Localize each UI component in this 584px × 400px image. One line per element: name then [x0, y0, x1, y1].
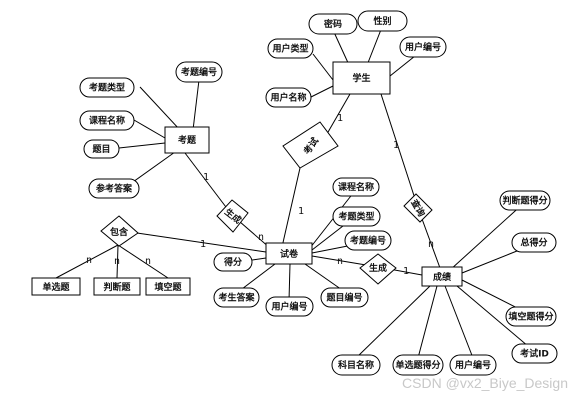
attr-paper-type: 考题类型 [332, 206, 381, 227]
attr-paper-no-label: 考题编号 [350, 235, 386, 247]
card-contain-paper: 1 [200, 239, 206, 250]
attr-score-userno: 用户编号 [449, 354, 497, 376]
attr-student-username: 用户名称 [265, 87, 312, 108]
relation-gen2-label: 生成 [369, 262, 387, 274]
attr-score-single: 单选题得分 [392, 354, 444, 376]
card-paper-gen2: n [337, 256, 343, 267]
card-contain-blank: n [145, 256, 151, 267]
attr-student-userno: 用户编号 [399, 36, 447, 58]
attr-student-gender-label: 性别 [373, 15, 391, 27]
entity-single-label: 单选题 [42, 281, 70, 293]
attr-student-userno-label: 用户编号 [404, 41, 441, 53]
attr-score-blank: 填空题得分 [505, 306, 557, 327]
card-gen2-score: 1 [403, 266, 409, 277]
attr-paper-type-label: 考题类型 [338, 211, 374, 223]
attr-score-total-label: 总得分 [520, 237, 547, 249]
attr-score-judge-label: 判断题得分 [502, 195, 547, 207]
attr-score-judge: 判断题得分 [499, 190, 551, 211]
entity-question-label: 考题 [178, 134, 197, 146]
cardinality-marks: 1 1 1 n 1 n n n n 1 1 n [86, 113, 434, 277]
entity-blank: 填空题 [145, 277, 191, 296]
relation-gen1: 生成 [216, 199, 249, 233]
attr-question-no-label: 考题编号 [181, 66, 217, 78]
attr-paper-course: 课程名称 [332, 177, 380, 197]
attr-paper-userno-label: 用户编号 [270, 301, 307, 313]
attr-score-subject-label: 科目名称 [338, 359, 374, 371]
attr-question-type: 考题类型 [79, 77, 135, 98]
attr-question-no: 考题编号 [175, 61, 223, 83]
entity-judge: 判断题 [93, 277, 141, 296]
card-question-gen: 1 [203, 172, 209, 183]
attr-student-password-label: 密码 [323, 18, 342, 30]
entity-judge-label: 判断题 [103, 281, 131, 293]
card-contain-single: n [86, 255, 92, 266]
entity-paper-label: 试卷 [280, 248, 299, 260]
attr-score-total: 总得分 [511, 232, 557, 253]
entity-single: 单选题 [31, 277, 81, 296]
relation-contain-label: 包含 [109, 226, 129, 238]
attr-question-title: 题目 [83, 139, 120, 159]
entity-score-label: 成绩 [433, 271, 451, 283]
entity-paper: 试卷 [265, 242, 313, 265]
attr-paper-titleno: 题目编号 [320, 287, 369, 308]
card-query-score: n [428, 239, 434, 250]
card-contain-judge: n [114, 256, 120, 267]
relation-query: 查询 [403, 193, 433, 223]
entities: 学生 考题 试卷 成绩 单选题 判断题 填空题 [31, 61, 463, 296]
relation-gen2: 生成 [359, 253, 397, 285]
attr-score-subject: 科目名称 [331, 354, 381, 376]
card-exam-paper: 1 [298, 206, 304, 217]
relationships: 考试 生成 包含 生成 查询 [100, 121, 433, 285]
relation-contain: 包含 [100, 215, 139, 247]
card-student-exam: 1 [337, 113, 343, 124]
entity-student: 学生 [332, 61, 391, 95]
attr-question-course: 课程名称 [79, 110, 135, 131]
attr-paper-score-label: 得分 [223, 256, 242, 268]
watermark-text: CSDN @vx2_Biye_Design [402, 375, 568, 391]
attr-student-username-label: 用户名称 [269, 92, 306, 104]
attr-paper-course-label: 课程名称 [338, 181, 374, 193]
attr-paper-no: 考题编号 [344, 230, 392, 251]
attr-question-answer-label: 参考答案 [96, 183, 133, 195]
attr-student-usertype: 用户类型 [267, 38, 314, 59]
attr-student-gender: 性别 [357, 10, 408, 32]
attr-paper-answer-label: 考生答案 [218, 292, 255, 304]
attr-question-type-label: 考题类型 [89, 82, 125, 94]
attr-score-examid-label: 考试ID [520, 348, 549, 360]
attr-score-userno-label: 用户编号 [454, 359, 491, 371]
attributes: 密码 性别 用户类型 用户编号 用户名称 考题类型 考题编号 课程名 [79, 10, 558, 376]
entity-question: 考题 [164, 126, 210, 154]
attr-question-title-label: 题目 [91, 144, 110, 155]
entity-score: 成绩 [421, 266, 463, 287]
attr-score-single-label: 单选题得分 [395, 359, 440, 371]
card-student-query: 1 [393, 140, 399, 151]
card-gen-paper: n [258, 232, 264, 243]
attr-paper-answer: 考生答案 [213, 287, 260, 308]
entity-student-label: 学生 [352, 72, 370, 84]
attr-student-password: 密码 [308, 13, 358, 35]
attr-score-examid: 考试ID [511, 343, 558, 364]
attr-paper-score: 得分 [213, 252, 253, 272]
attr-paper-titleno-label: 题目编号 [325, 292, 362, 304]
attr-score-blank-label: 填空题得分 [508, 311, 553, 323]
relation-exam: 考试 [282, 121, 339, 169]
attr-student-usertype-label: 用户类型 [271, 43, 308, 55]
attr-question-course-label: 课程名称 [89, 115, 125, 127]
attr-paper-userno: 用户编号 [265, 296, 314, 317]
entity-blank-label: 填空题 [154, 281, 182, 293]
attr-question-answer: 参考答案 [88, 178, 140, 199]
